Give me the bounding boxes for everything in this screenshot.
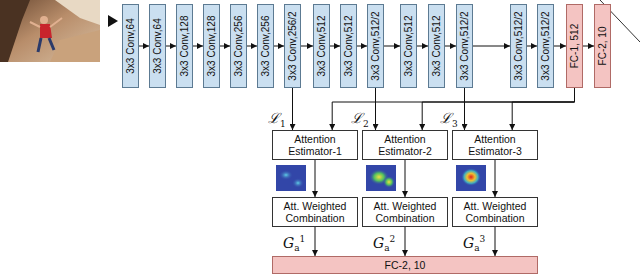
- connector: [512, 88, 574, 130]
- conv-layer: 3x3 Conv,256: [257, 4, 274, 88]
- box-label: Attention Estimator-3: [456, 133, 534, 157]
- connector: [375, 88, 376, 130]
- layer-label: 3x3 Conv,256: [233, 16, 245, 77]
- conv-layer: 3x3 Conv,128: [176, 4, 193, 88]
- connector: [301, 46, 313, 47]
- layer-label: 3x3 Conv,512/2: [540, 11, 552, 80]
- layer-label: 3x3 Conv,512/2: [513, 11, 525, 80]
- layer-label: 3x3 Conv,512/2: [370, 11, 382, 80]
- connector: [332, 88, 574, 130]
- connector: [554, 46, 566, 47]
- weighted-combination: Att. Weighted Combination: [452, 197, 538, 227]
- connector: [405, 160, 406, 197]
- attention-map: [456, 165, 486, 191]
- feature-symbol: Ga2: [373, 231, 395, 256]
- layer-label: 3x3 Conv,128: [179, 16, 191, 77]
- connector: [193, 46, 203, 47]
- layer-label: 3x3 Conv,512: [316, 16, 328, 77]
- layer-label: 3x3 Conv,64: [152, 18, 164, 73]
- connector: [495, 227, 496, 256]
- connector: [464, 88, 465, 130]
- input-arrow: [108, 15, 118, 27]
- layer-label: 3x3 Conv,512: [343, 16, 355, 77]
- attention-estimator: Attention Estimator-3: [452, 130, 538, 160]
- conv-layer: 3x3 Conv,512: [340, 4, 357, 88]
- connector: [330, 46, 340, 47]
- conv-layer: 3x3 Conv,256: [230, 4, 247, 88]
- connector: [527, 46, 537, 47]
- box-label: Att. Weighted Combination: [366, 200, 444, 224]
- layer-label: 3x3 Conv,128: [206, 16, 218, 77]
- output-layer: FC-2, 10: [272, 256, 538, 274]
- connector: [166, 46, 176, 47]
- layer-label: 3x3 Conv,64: [125, 18, 137, 73]
- fc-layer: FC-1, 512: [566, 4, 583, 88]
- box-label: FC-2, 10: [385, 259, 426, 271]
- attention-map: [366, 165, 396, 191]
- conv-layer: 3x3 Conv,64: [149, 4, 166, 88]
- connector: [583, 46, 594, 47]
- connector: [417, 46, 428, 47]
- connector: [405, 227, 406, 256]
- connector: [495, 160, 496, 197]
- conv-layer: 3x3 Conv,512/2: [537, 4, 554, 88]
- box-label: Att. Weighted Combination: [276, 200, 354, 224]
- conv-layer: 3x3 Conv,512/2: [367, 4, 384, 88]
- connector: [220, 46, 230, 47]
- input-photo: [0, 0, 100, 62]
- layer-label: 3x3 Conv,256/2: [287, 11, 299, 80]
- conv-layer: 3x3 Conv,512: [428, 4, 445, 88]
- feature-symbol: Ga3: [463, 231, 485, 256]
- conv-layer: 3x3 Conv,512/2: [456, 4, 473, 88]
- connector: [473, 46, 510, 47]
- connector: [139, 46, 149, 47]
- connector: [315, 227, 316, 256]
- box-label: Attention Estimator-2: [366, 133, 444, 157]
- attention-map: [276, 165, 306, 191]
- feature-symbol: Ga1: [283, 231, 305, 256]
- connector: [274, 46, 284, 47]
- attention-estimator: Attention Estimator-1: [272, 130, 358, 160]
- loss-symbol: ℒ1: [268, 110, 286, 132]
- conv-layer: 3x3 Conv,512: [400, 4, 417, 88]
- connector: [445, 46, 456, 47]
- connector: [247, 46, 257, 47]
- connector: [422, 88, 574, 130]
- conv-layer: 3x3 Conv,64: [122, 4, 139, 88]
- connector: [292, 88, 293, 130]
- layer-label: 3x3 Conv,256: [260, 16, 272, 77]
- connector: [357, 46, 367, 47]
- loss-symbol: ℒ2: [351, 110, 369, 132]
- conv-layer: 3x3 Conv,128: [203, 4, 220, 88]
- box-label: Attention Estimator-1: [276, 133, 354, 157]
- conv-layer: 3x3 Conv,512: [313, 4, 330, 88]
- conv-layer: 3x3 Conv,512/2: [510, 4, 527, 88]
- layer-label: 3x3 Conv,512: [431, 16, 443, 77]
- weighted-combination: Att. Weighted Combination: [272, 197, 358, 227]
- layer-label: FC-1, 512: [569, 24, 581, 68]
- fc-layer: FC-2, 10: [594, 4, 611, 88]
- conv-layer: 3x3 Conv,256/2: [284, 4, 301, 88]
- weighted-combination: Att. Weighted Combination: [362, 197, 448, 227]
- box-label: Att. Weighted Combination: [456, 200, 534, 224]
- layer-label: 3x3 Conv,512/2: [459, 11, 471, 80]
- layer-label: 3x3 Conv,512: [403, 16, 415, 77]
- loss-symbol: ℒ3: [440, 110, 458, 132]
- connector: [315, 160, 316, 197]
- connector: [384, 46, 400, 47]
- layer-label: FC-2, 10: [597, 27, 609, 66]
- attention-estimator: Attention Estimator-2: [362, 130, 448, 160]
